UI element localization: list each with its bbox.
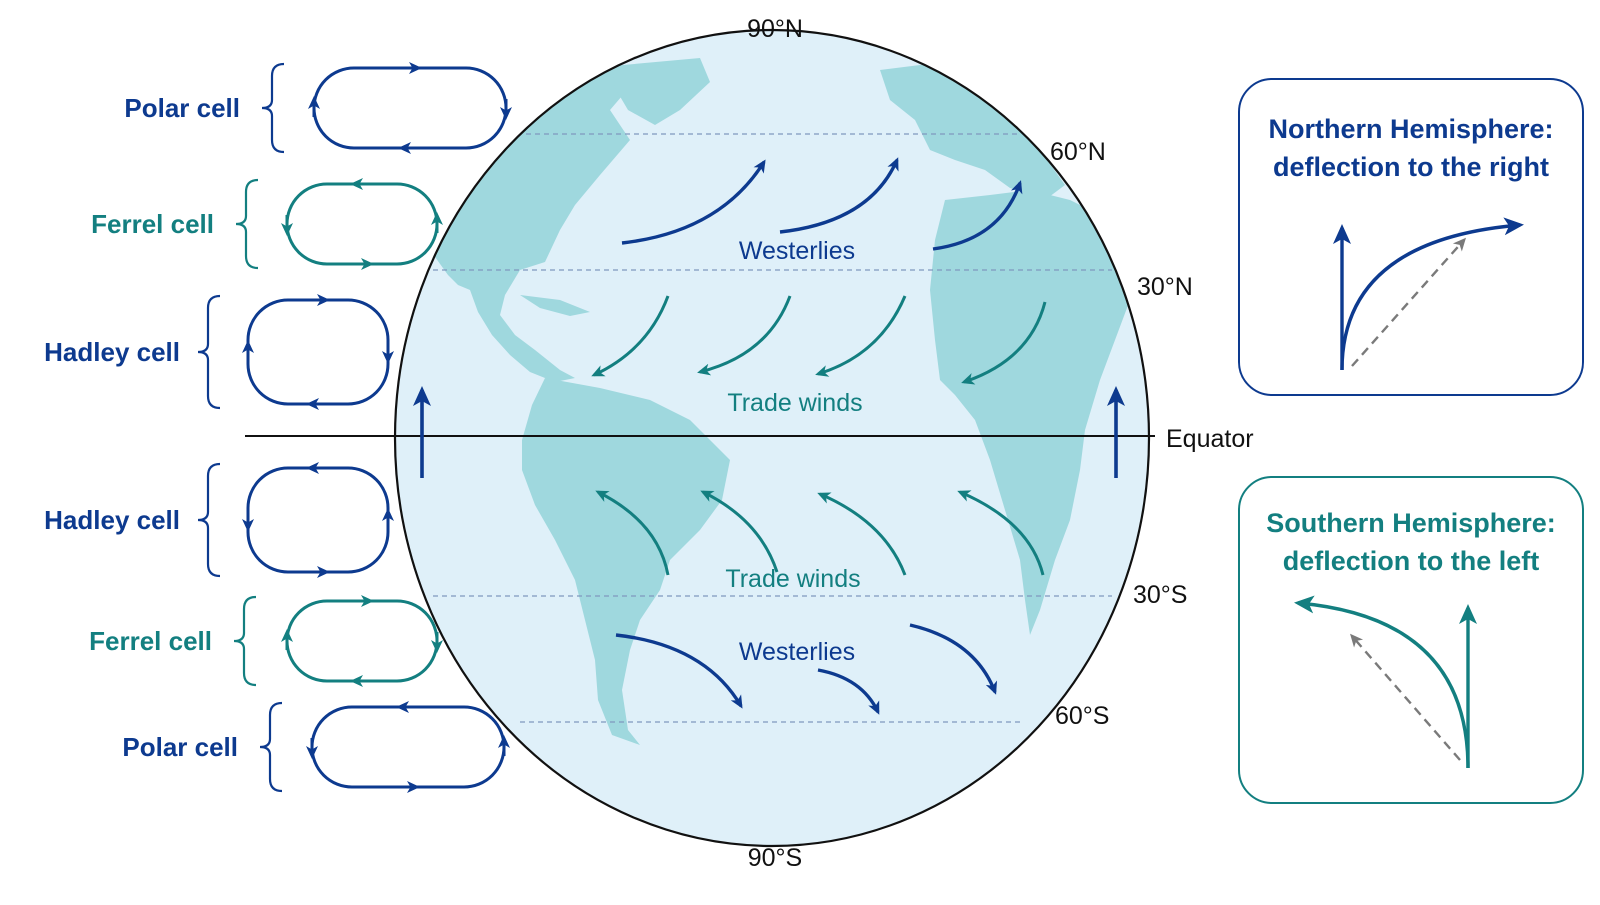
cell-label: Ferrel cell xyxy=(89,626,212,656)
cell-2: Ferrel cell xyxy=(91,178,443,270)
label-south-westerlies: Westerlies xyxy=(739,638,855,666)
northern-deflection-illustration xyxy=(1333,217,1524,371)
northern-panel-title: Northern Hemisphere: deflection to the r… xyxy=(1240,110,1582,186)
northern-panel-title-line1: Northern Hemisphere: xyxy=(1268,114,1554,144)
northern-hemisphere-panel: Northern Hemisphere: deflection to the r… xyxy=(1238,78,1584,396)
curved-arrow-icon xyxy=(932,180,1023,251)
curly-brace-icon xyxy=(261,62,285,154)
label-north-trade-winds: Trade winds xyxy=(727,389,862,417)
northern-panel-title-line2: deflection to the right xyxy=(1273,152,1549,182)
curved-arrow-icon xyxy=(957,490,1045,576)
label-90s: 90°S xyxy=(748,844,802,872)
north-westerlies-arrows xyxy=(621,157,1023,251)
curly-brace-icon xyxy=(197,294,221,410)
cell-5: Ferrel cell xyxy=(89,595,443,687)
curved-arrow-icon xyxy=(595,490,670,576)
circulation-loop-icon xyxy=(246,466,390,574)
curved-arrow-icon xyxy=(909,623,998,695)
label-90n: 90°N xyxy=(747,15,803,43)
globe xyxy=(393,28,1151,848)
southern-panel-title: Southern Hemisphere: deflection to the l… xyxy=(1240,504,1582,580)
circulation-loop-icon xyxy=(285,182,439,266)
circulation-loop-icon xyxy=(246,298,390,406)
europe xyxy=(880,60,1065,200)
curly-brace-icon xyxy=(233,595,257,687)
label-equator: Equator xyxy=(1166,425,1254,453)
curved-arrow-icon xyxy=(779,157,899,234)
intended-path-arrow xyxy=(1350,633,1461,761)
cell-1: Polar cell xyxy=(124,62,512,154)
curly-brace-icon xyxy=(259,701,283,793)
curved-arrow-icon xyxy=(961,301,1047,385)
globe-outline xyxy=(393,28,1151,848)
label-30n: 30°N xyxy=(1137,273,1193,301)
south-westerlies-arrows xyxy=(615,623,998,715)
southern-panel-title-line1: Southern Hemisphere: xyxy=(1266,508,1556,538)
cuba xyxy=(520,295,590,316)
curly-brace-icon xyxy=(235,178,259,270)
curved-arrow-icon xyxy=(815,295,907,377)
cell-label: Polar cell xyxy=(122,732,238,762)
southern-hemisphere-panel: Southern Hemisphere: deflection to the l… xyxy=(1238,476,1584,804)
label-60s: 60°S xyxy=(1055,702,1109,730)
curly-brace-icon xyxy=(197,462,221,578)
southern-deflection-illustration xyxy=(1294,595,1477,769)
label-30s: 30°S xyxy=(1133,581,1187,609)
deflected-path-arrow xyxy=(1294,595,1470,769)
curved-arrow-icon xyxy=(700,490,779,573)
north-trade-winds-arrows xyxy=(591,295,1047,385)
curved-arrow-icon xyxy=(615,633,743,709)
curved-arrow-icon xyxy=(591,295,670,377)
circulation-loop-icon xyxy=(312,66,508,150)
greenland xyxy=(612,58,710,125)
circulation-loop-icon xyxy=(310,705,506,789)
south-trade-winds-arrows xyxy=(595,490,1045,576)
intended-path-arrow xyxy=(1351,237,1466,367)
cell-label: Hadley cell xyxy=(44,337,180,367)
south-america xyxy=(522,378,730,745)
southern-panel-title-line2: deflection to the left xyxy=(1282,546,1540,576)
deflected-path-arrow xyxy=(1340,217,1524,371)
label-60n: 60°N xyxy=(1050,138,1106,166)
cell-6: Polar cell xyxy=(122,701,510,793)
curved-arrow-icon xyxy=(697,295,792,376)
latitude-lines xyxy=(433,133,1112,723)
cell-label: Ferrel cell xyxy=(91,209,214,239)
label-north-westerlies: Westerlies xyxy=(739,237,855,265)
curved-arrow-icon xyxy=(817,668,880,715)
cell-3: Hadley cell xyxy=(44,294,394,410)
curved-arrow-icon xyxy=(621,159,766,245)
curved-arrow-icon xyxy=(817,492,907,576)
label-south-trade-winds: Trade winds xyxy=(725,565,860,593)
cell-4: Hadley cell xyxy=(44,462,394,578)
latitude-labels: 90°N 60°N 30°N Equator 30°S 60°S 90°S xyxy=(747,15,1253,872)
cell-label: Polar cell xyxy=(124,93,240,123)
africa xyxy=(930,190,1130,635)
cell-label: Hadley cell xyxy=(44,505,180,535)
circulation-loop-icon xyxy=(285,599,439,683)
